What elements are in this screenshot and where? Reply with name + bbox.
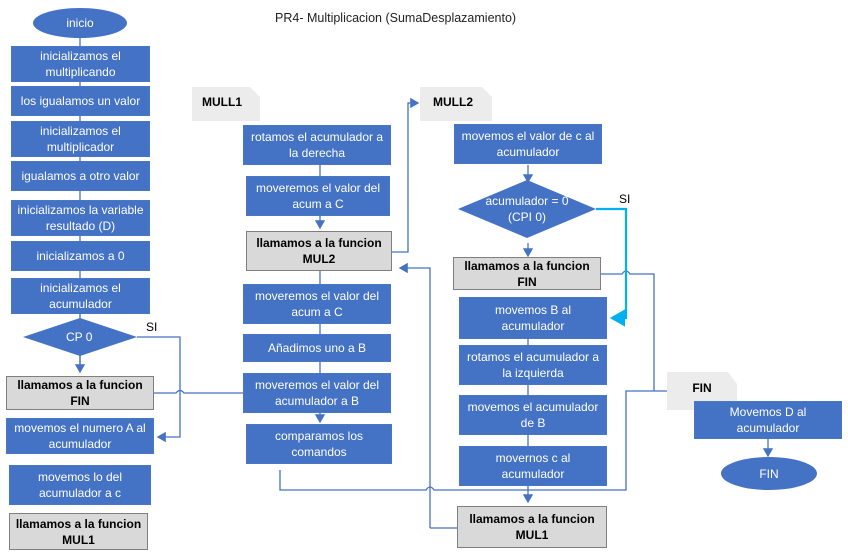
mul2-return-link [400,268,458,529]
step-igualamos-valor: los igualamos un valor [11,86,150,116]
step-init-cero: inicializamos a 0 [11,241,150,271]
mul2-fin-link [600,270,655,391]
mul2-mover-b-acum: movemos B al acumulador [459,297,607,339]
mul1-call-mul2: llamamos a la funcion MUL2 [246,231,392,271]
mul1-comparar: comparamos los comandos [246,424,392,464]
mul2-mover-acum-b: movemos el acumulador de B [459,395,607,435]
step-init-resultado: inicializamos la variable resultado (D) [11,200,150,236]
mul1-mover-acum-c: moveremos el valor del acum a C [246,176,390,216]
step-mover-acum-c: movemos lo del acumulador a c [9,465,151,505]
mul2-decision-label: acumulador = 0 (CPI 0) [485,194,569,224]
step-init-multiplicador: inicializamos el multiplicador [11,121,150,157]
mul2-mover-c-acum-2: movernos c al acumulador [459,446,607,486]
fin-terminal: FIN [721,457,817,490]
mul2-call-fin: llamamos a la funcion FIN [453,257,601,290]
fin-mover-d: Movemos D al acumulador [694,401,842,439]
mul1-anadir-b: Añadimos uno a B [243,334,391,362]
step-init-multiplicando: inicializamos el multiplicando [11,46,150,82]
mul1-rotar-derecha: rotamos el acumulador a la derecha [243,125,391,165]
step-igualamos-otro: igualamos a otro valor [11,161,150,191]
step-mover-a: movemos el numero A al acumulador [6,418,154,454]
tag-fin: FIN [692,381,712,395]
mul2-call-mul1: llamamos a la funcion MUL1 [457,506,607,548]
mul2-mover-c-acum: movemos el valor de c al acumulador [454,124,602,164]
main-call-mul1: llamamos a la funcion MUL1 [9,513,148,550]
decision-cp0-yes: SI [146,320,158,334]
tag-mull1: MULL1 [202,95,242,109]
start-terminal: inicio [33,8,127,38]
mul2-rotar-izquierda: rotamos el acumulador a la izquierda [459,345,607,385]
tag-mull2: MULL2 [433,95,473,109]
mul2-call-link [392,97,420,253]
main-fin-link [154,389,246,394]
mul1-mover-acum-b: moveremos el valor del acumulador a B [243,373,391,413]
main-call-fin: llamamos a la funcion FIN [6,376,154,410]
decision-cp0-label: CP 0 [66,330,93,344]
mul2-decision-yes: SI [619,192,631,206]
step-init-acumulador: inicializamos el acumulador [11,278,150,314]
mul1-mover-acum-c-2: moveremos el valor del acum a C [243,284,391,324]
diagram-title: PR4- Multiplicacion (SumaDesplazamiento) [275,11,517,25]
